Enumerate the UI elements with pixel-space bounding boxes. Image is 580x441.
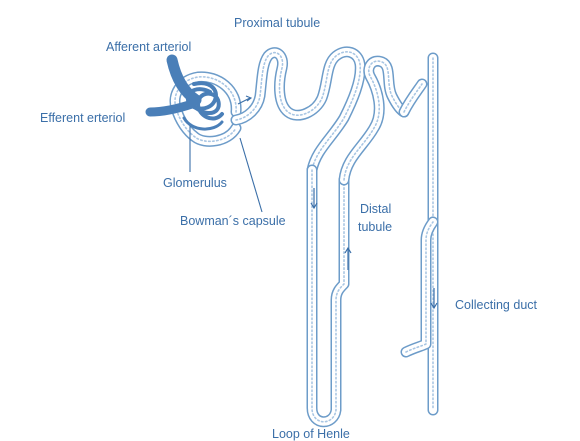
afferent-arteriol-label: Afferent arteriol — [106, 40, 191, 54]
distal-tubule-label-line1: Distal — [360, 202, 391, 216]
bowmans-capsule-pointer — [240, 138, 262, 212]
distal-tubule-shape — [344, 61, 404, 180]
proximal-tubule-shape — [236, 52, 360, 170]
loop-of-henle-shape — [312, 170, 344, 422]
proximal-tubule-label: Proximal tubule — [234, 16, 320, 30]
collecting-duct-label: Collecting duct — [455, 298, 538, 312]
collecting-duct-shape — [404, 58, 433, 410]
bowmans-capsule-label: Bowman´s capsule — [180, 214, 286, 228]
distal-tubule-label-line2: tubule — [358, 220, 392, 234]
glomerulus-shape — [150, 60, 222, 129]
glomerulus-label: Glomerulus — [163, 176, 227, 190]
loop-of-henle-label: Loop of Henle — [272, 427, 350, 441]
efferent-erteriol-label: Efferent erteriol — [40, 111, 125, 125]
